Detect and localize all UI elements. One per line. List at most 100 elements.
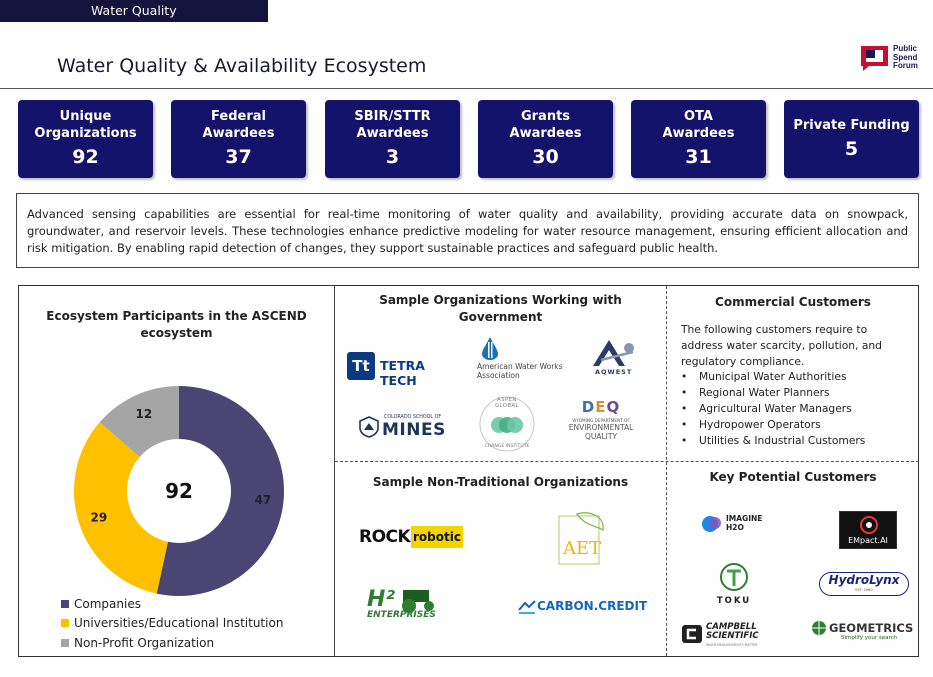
list-item: Municipal Water Authorities: [681, 369, 901, 385]
logo-text-small: WHEN MEASUREMENTS MATTER: [706, 643, 758, 647]
commercial-intro: The following customers require to addre…: [681, 323, 882, 368]
gov-orgs-title: Sample Organizations Working with Govern…: [335, 292, 666, 326]
campbell-mark-icon: [682, 625, 702, 643]
list-item: Regional Water Planners: [681, 385, 901, 401]
logo-text: ROCK: [359, 526, 411, 548]
logo-text: WYOMING DEPARTMENT OF: [572, 418, 630, 423]
logo-text-line: CAMPBELL: [706, 622, 757, 632]
stat-card-sbir-sttr-awardees: SBIR/STTR Awardees 3: [325, 100, 460, 178]
logo-text: CHANGE INSTITUTE: [484, 444, 530, 449]
stat-label-line: Private Funding: [793, 118, 910, 133]
aqwest-logo: AQWEST: [585, 338, 641, 378]
hydrolynx-logo: HydroLynx EST. 1980: [819, 572, 909, 596]
stat-label-line: OTA: [684, 109, 713, 124]
mines-shield-icon: [359, 416, 379, 438]
stat-label: Unique Organizations: [18, 108, 153, 142]
key-potential-customers-title: Key Potential Customers: [709, 470, 877, 484]
commercial-customers-body: The following customers require to addre…: [681, 322, 901, 448]
deq-letter: Q: [606, 398, 621, 416]
stat-label-line: Unique: [59, 109, 112, 124]
rock-robotic-logo: ROCK robotic: [359, 526, 463, 548]
logo-text: EMpact.AI: [848, 536, 888, 545]
description-text: Advanced sensing capabilities are essent…: [27, 207, 908, 255]
donut-slice: [99, 386, 179, 457]
stat-value: 31: [685, 146, 712, 168]
toku-mark-icon: [720, 563, 748, 591]
stat-card-grants-awardees: Grants Awardees 30: [478, 100, 613, 178]
campbell-scientific-logo: CAMPBELL SCIENTIFIC WHEN MEASUREMENTS MA…: [681, 622, 777, 648]
list-item: Utilities & Industrial Customers: [681, 433, 901, 449]
legend-swatch: [61, 619, 69, 628]
section-tag: Water Quality: [0, 0, 268, 22]
stat-label-line: Awardees: [662, 126, 735, 141]
imagine-h2o-logo: IMAGINE H2O: [701, 512, 771, 536]
donut-slice: [156, 386, 284, 596]
stat-label-line: Awardees: [202, 126, 275, 141]
deq-letter: D: [581, 398, 596, 416]
empact-ai-logo: EMpact.AI: [839, 511, 897, 549]
slice-value-label: 29: [90, 511, 107, 525]
donut-center-total: 92: [165, 479, 193, 503]
legend-label: Non-Profit Organization: [74, 635, 215, 650]
imagine-h2o-icon: [702, 516, 721, 532]
logo-text: IMAGINE H2O: [726, 514, 762, 532]
logo-text: American Water Works Association: [477, 362, 563, 380]
legend-label: Companies: [74, 596, 141, 611]
stat-value: 92: [72, 146, 99, 168]
ecosystem-panel: Ecosystem Participants in the ASCEND eco…: [18, 285, 919, 657]
aspen-mark-icon: [479, 396, 535, 452]
logo-text-small: Simplify your search: [841, 635, 898, 641]
logo-text: ENVIRONMENTAL: [568, 423, 634, 432]
panel-divider-dashed: [335, 461, 919, 462]
logo-text: HydroLynx: [828, 573, 900, 587]
logo-text-line: H2O: [726, 523, 744, 532]
carbon-credit-logo: CARBON.CREDIT: [517, 598, 647, 616]
logo-word: Public: [893, 44, 918, 53]
panel-divider-dashed: [666, 286, 667, 656]
deq-letter: E: [595, 398, 607, 416]
deq-letters: DEQ: [561, 398, 641, 416]
stat-label-line: Awardees: [509, 126, 582, 141]
donut-slice: [73, 422, 168, 594]
legend-item-non-profit: Non-Profit Organization: [61, 633, 283, 653]
panel-divider: [334, 286, 335, 656]
legend-label: Universities/Educational Institution: [74, 616, 284, 631]
stat-label-line: Organizations: [34, 126, 137, 141]
stat-label-line: Federal: [211, 109, 266, 124]
stat-label-line: Awardees: [356, 126, 429, 141]
logo-text: AET: [563, 538, 602, 559]
awwa-logo: American Water Works Association: [475, 336, 575, 384]
stat-card-ota-awardees: OTA Awardees 31: [631, 100, 766, 178]
commercial-customer-list: Municipal Water Authorities Regional Wat…: [681, 369, 901, 448]
logo-text-line: IMAGINE: [726, 514, 763, 523]
speech-bubble-icon: [861, 46, 888, 71]
stat-card-federal-awardees: Federal Awardees 37: [171, 100, 306, 178]
ecosystem-donut-chart: 47 29 12 92: [73, 386, 284, 596]
wyoming-deq-logo: DEQ WYOMING DEPARTMENT OF ENVIRONMENTAL …: [561, 398, 641, 450]
stat-label: OTA Awardees: [631, 108, 766, 142]
stat-value: 37: [225, 146, 252, 168]
public-spend-forum-logo: Public Spend Forum: [860, 44, 930, 73]
logo-text: QUALITY: [584, 432, 618, 441]
slice-value-label: 47: [255, 493, 272, 507]
logo-text-line: American Water Works: [477, 362, 563, 371]
list-item: Agricultural Water Managers: [681, 401, 901, 417]
logo-text-line: Association: [477, 371, 520, 380]
stat-value: 5: [844, 138, 859, 160]
aspen-global-change-institute-logo: ASPEN GLOBAL CHANGE INSTITUTE: [477, 394, 537, 454]
page-title: Water Quality & Availability Ecosystem: [57, 55, 427, 77]
toku-logo: TOKU: [715, 562, 753, 606]
commercial-customers-title: Commercial Customers: [715, 295, 871, 309]
stat-label: Private Funding: [784, 117, 919, 134]
logo-text: CAMPBELL SCIENTIFIC: [706, 623, 759, 641]
slice-value-label: 12: [136, 407, 153, 421]
title-line: Government: [458, 310, 543, 324]
tractor-icon: H²: [367, 587, 434, 613]
leaf-icon: [558, 512, 604, 565]
tetra-tech-mark: Tt: [347, 352, 375, 380]
logo-text: ASPEN GLOBAL: [495, 397, 519, 409]
logo-text-small: EST. 1980: [855, 588, 873, 592]
empact-eye-icon: [860, 516, 878, 534]
legend-item-companies: Companies: [61, 594, 283, 614]
title-line: Sample Organizations Working with: [379, 293, 622, 307]
